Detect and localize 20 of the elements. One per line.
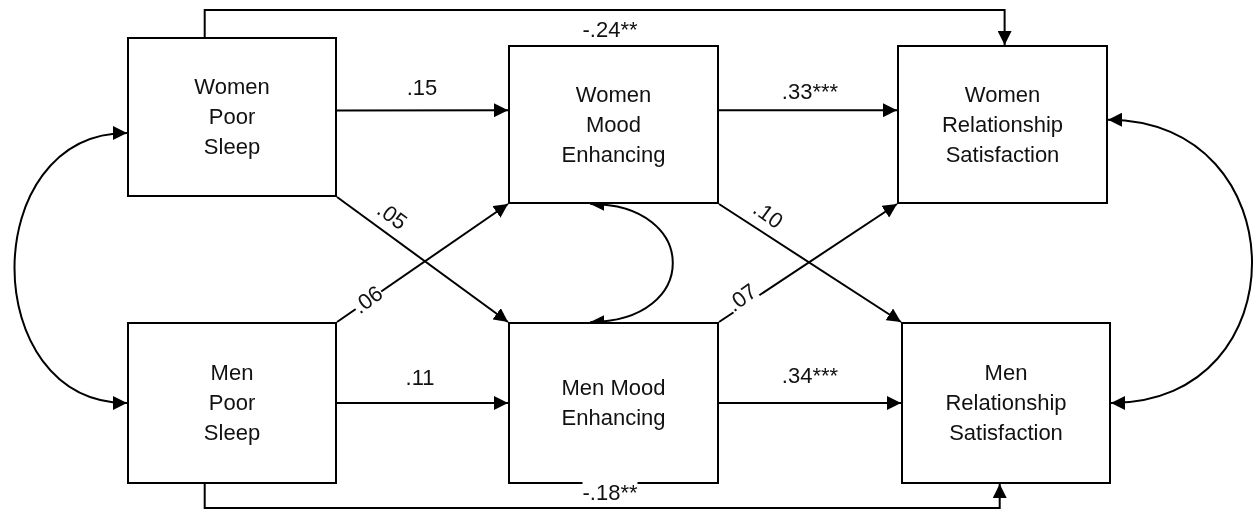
variable-label: Men Poor Sleep — [203, 359, 261, 447]
variable-label: Women Mood Enhancing — [561, 80, 666, 169]
variable-box — [901, 322, 1111, 484]
variable-box — [508, 322, 719, 484]
variable-box — [508, 45, 719, 204]
arrow — [203, 483, 1007, 509]
arrow — [718, 103, 898, 118]
double-headed-curved-arrow — [1107, 114, 1253, 409]
arrow — [336, 396, 509, 410]
arrow — [203, 9, 1012, 46]
arrow — [336, 103, 509, 118]
variable-box — [127, 37, 337, 197]
variable-label: Men Relationship Satisfaction — [945, 359, 1067, 447]
arrow — [718, 396, 902, 410]
double-headed-curved-arrow — [13, 128, 128, 408]
variable-label: Men Mood Enhancing — [561, 374, 666, 432]
variable-box — [897, 45, 1108, 204]
variable-box — [127, 322, 337, 484]
variable-label: Women Relationship Satisfaction — [941, 80, 1064, 169]
variable-label: Women Poor Sleep — [194, 73, 270, 161]
